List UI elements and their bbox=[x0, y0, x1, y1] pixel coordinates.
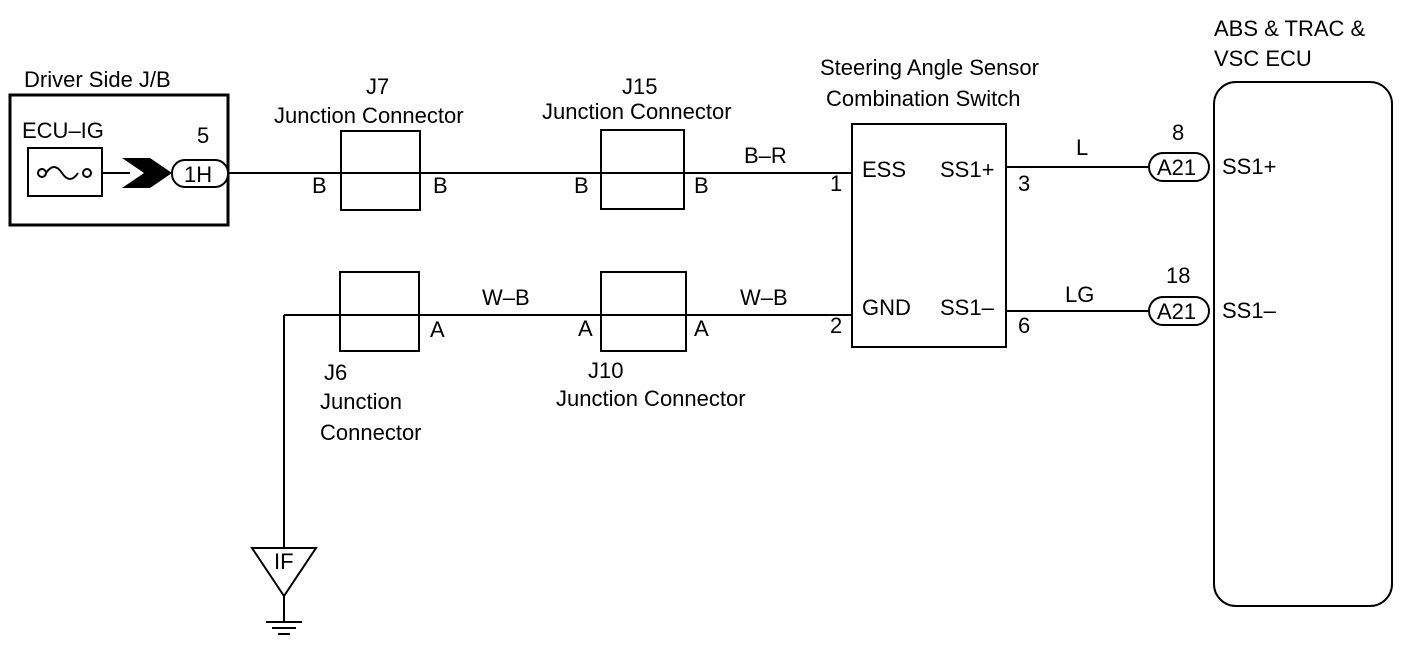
ecu-ss1p-label: SS1+ bbox=[1222, 154, 1276, 179]
sensor-gnd-pin: 2 bbox=[830, 313, 842, 338]
jb-pin-number: 5 bbox=[197, 123, 209, 148]
j7-connector bbox=[340, 130, 421, 211]
sensor-ss1p-pin: 3 bbox=[1018, 171, 1030, 196]
ecu-ss1n-connector-badge bbox=[1148, 296, 1210, 326]
j15-connector bbox=[600, 129, 685, 210]
j10-name: J10 bbox=[588, 358, 623, 383]
junction-block-title: Driver Side J/B bbox=[24, 67, 171, 92]
ground-icon bbox=[266, 621, 302, 635]
ground-point-label: IF bbox=[274, 549, 294, 574]
gnd-wire-color-1: W–B bbox=[482, 285, 530, 310]
j6-label-line2: Connector bbox=[320, 420, 422, 445]
ss1p-wire-color: L bbox=[1076, 135, 1088, 160]
j15-pin-left: B bbox=[574, 173, 589, 198]
j6-name: J6 bbox=[324, 360, 347, 385]
jb-connector-label: 1H bbox=[184, 162, 212, 187]
ss1n-wire-color: LG bbox=[1065, 282, 1094, 307]
sensor-ss1n-pin: 6 bbox=[1018, 313, 1030, 338]
sensor-title-line1: Steering Angle Sensor bbox=[820, 55, 1039, 80]
sensor-ess-pin: 1 bbox=[830, 171, 842, 196]
sensor-ess-label: ESS bbox=[862, 157, 906, 182]
j10-connector bbox=[600, 271, 687, 352]
ground-point-marker bbox=[250, 547, 318, 598]
fuse-icon bbox=[37, 166, 92, 180]
j10-pin-right: A bbox=[694, 316, 709, 341]
j15-pin-right: B bbox=[694, 173, 709, 198]
ecu-ss1n-connector: A21 bbox=[1157, 299, 1196, 324]
ecu-ss1p-connector: A21 bbox=[1157, 155, 1196, 180]
j7-pin-right: B bbox=[433, 173, 448, 198]
connector-arrow-icon bbox=[122, 158, 172, 188]
j6-connector bbox=[339, 271, 420, 352]
ecu-ss1n-pin: 18 bbox=[1166, 263, 1190, 288]
sensor-title-line2: Combination Switch bbox=[826, 86, 1020, 111]
j15-label: Junction Connector bbox=[542, 99, 732, 124]
sensor-box bbox=[851, 123, 1007, 348]
ecu-ss1n-label: SS1– bbox=[1222, 298, 1277, 323]
ecu-title-line2: VSC ECU bbox=[1214, 46, 1312, 71]
sensor-ss1p-label: SS1+ bbox=[940, 157, 994, 182]
j6-pin: A bbox=[430, 317, 445, 342]
j15-name: J15 bbox=[622, 74, 657, 99]
j6-label-line1: Junction bbox=[320, 389, 402, 414]
fuse-label: ECU–IG bbox=[22, 118, 104, 143]
j10-label: Junction Connector bbox=[556, 386, 746, 411]
j10-pin-left: A bbox=[578, 316, 593, 341]
ecu-title-line1: ABS & TRAC & bbox=[1214, 16, 1366, 41]
fuse-box bbox=[27, 147, 103, 197]
j7-pin-left: B bbox=[312, 173, 327, 198]
ecu-ss1p-pin: 8 bbox=[1172, 120, 1184, 145]
ess-wire-color: B–R bbox=[744, 143, 787, 168]
gnd-wire-color-2: W–B bbox=[740, 285, 788, 310]
sensor-gnd-label: GND bbox=[862, 295, 911, 320]
j7-name: J7 bbox=[366, 74, 389, 99]
sensor-ss1n-label: SS1– bbox=[940, 295, 995, 320]
ecu-box bbox=[1213, 81, 1393, 607]
j7-label: Junction Connector bbox=[274, 103, 464, 128]
ecu-ss1p-connector-badge bbox=[1148, 152, 1210, 182]
